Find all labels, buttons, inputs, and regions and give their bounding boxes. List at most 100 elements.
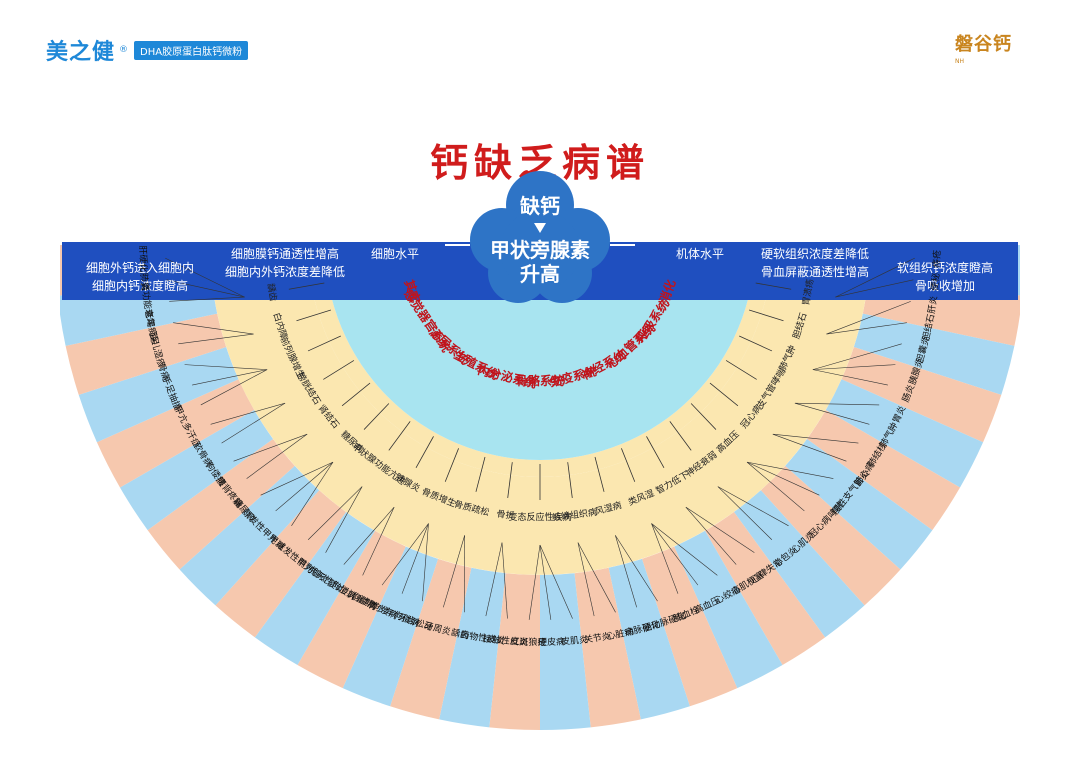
connector-line bbox=[717, 486, 773, 540]
brand-logo-right: 磐谷钙 NH bbox=[955, 30, 1045, 90]
connector-line bbox=[343, 506, 395, 565]
outer-segment bbox=[705, 511, 826, 666]
connector-line bbox=[835, 257, 915, 298]
outer-segment bbox=[674, 530, 783, 689]
connector-line bbox=[651, 523, 699, 586]
connector-line bbox=[288, 282, 325, 290]
connector-line bbox=[709, 382, 739, 407]
inner-disease-label: 骨折 bbox=[496, 508, 515, 522]
connector-line bbox=[794, 402, 870, 425]
connector-line bbox=[221, 402, 286, 444]
connector-line bbox=[567, 462, 573, 498]
outer-segment bbox=[641, 546, 738, 707]
brand-logo-left: 美之健 ® DHA胶原蛋白肽钙微粉 bbox=[46, 34, 249, 66]
outer-disease-label: 皮肌炎 bbox=[560, 633, 588, 647]
connector-line bbox=[755, 282, 792, 290]
outer-disease-label: 龋齿 bbox=[450, 626, 470, 641]
connector-line bbox=[651, 523, 718, 576]
outer-segment bbox=[215, 490, 347, 638]
connector-line bbox=[685, 506, 755, 553]
connector-line bbox=[746, 461, 805, 512]
connector-line bbox=[794, 402, 880, 406]
connector-line bbox=[651, 523, 679, 594]
connector-line bbox=[388, 421, 411, 451]
connector-line bbox=[307, 486, 363, 540]
connector-line bbox=[296, 309, 331, 322]
band-label-left-mid: 细胞膜钙通透性增高 bbox=[231, 246, 339, 261]
outer-segment bbox=[179, 465, 320, 606]
outer-segment bbox=[78, 346, 239, 443]
connector-line bbox=[615, 535, 658, 602]
connector-line bbox=[539, 544, 573, 619]
connector-line bbox=[539, 544, 552, 620]
connector-line bbox=[401, 523, 429, 594]
connector-line bbox=[577, 542, 595, 617]
outer-segment bbox=[825, 379, 984, 488]
connector-line bbox=[746, 461, 834, 479]
outer-disease-label: 肝炎 bbox=[926, 295, 940, 314]
connector-line bbox=[178, 333, 254, 345]
connector-line bbox=[772, 433, 847, 462]
center-line1-label: 甲状旁腺素 bbox=[490, 238, 590, 262]
band-label-cell-level: 细胞水平 bbox=[371, 247, 419, 261]
connector-line bbox=[528, 544, 541, 620]
connector-line bbox=[501, 542, 508, 619]
outer-disease-label: 便秘 bbox=[928, 272, 942, 291]
connector-line bbox=[246, 433, 308, 479]
outer-disease-label: 红斑狼疮 bbox=[510, 635, 546, 648]
outer-segment bbox=[853, 313, 1015, 395]
outer-segment bbox=[65, 313, 227, 395]
connector-line bbox=[444, 448, 459, 482]
connector-line bbox=[826, 301, 911, 335]
connector-line bbox=[184, 364, 268, 370]
connector-line bbox=[646, 436, 665, 469]
connector-line bbox=[173, 322, 254, 335]
connector-line bbox=[323, 360, 355, 380]
connector-line bbox=[725, 360, 757, 380]
connector-line bbox=[381, 523, 429, 586]
band-label-right-top: 骨吸收增加 bbox=[915, 279, 975, 293]
connector-line bbox=[291, 461, 334, 526]
arrow-down-icon bbox=[534, 223, 546, 233]
brand-tagline: DHA胶原蛋白肽钙微粉 bbox=[134, 40, 249, 60]
connector-line bbox=[594, 456, 605, 492]
connector-line bbox=[615, 535, 637, 608]
connector-line bbox=[363, 403, 390, 430]
connector-line bbox=[690, 403, 717, 430]
outer-segment bbox=[390, 558, 472, 720]
connector-line bbox=[165, 257, 245, 298]
band-label-right-top: 软组织钙浓度瞪高 bbox=[897, 260, 993, 275]
connector-line bbox=[749, 309, 784, 322]
connector-line bbox=[422, 523, 429, 602]
outer-disease-label: 肝硬化 bbox=[137, 245, 150, 272]
inner-disease-label: 变态反应性疾病 bbox=[508, 511, 571, 523]
system-label: 骨骼系统 bbox=[516, 373, 564, 388]
outer-segment bbox=[574, 567, 641, 728]
outer-segment bbox=[489, 573, 540, 730]
outer-segment bbox=[608, 558, 690, 720]
outer-disease-label: 关节炎 bbox=[583, 630, 611, 646]
outer-disease-label: 痔疮 bbox=[930, 250, 943, 268]
connector-line bbox=[307, 335, 341, 352]
connector-line bbox=[717, 486, 789, 527]
outer-segment bbox=[540, 573, 591, 730]
band-label-right-mid: 硬软组织浓度差降低 bbox=[761, 246, 869, 261]
outer-segment bbox=[254, 511, 375, 666]
outer-segment bbox=[841, 346, 1002, 443]
connector-line bbox=[443, 535, 465, 608]
connector-line bbox=[812, 369, 888, 386]
center-line2-label: 升高 bbox=[520, 262, 560, 286]
registered-mark: ® bbox=[119, 45, 129, 55]
connector-line bbox=[669, 421, 692, 451]
connector-line bbox=[577, 542, 616, 613]
connector-line bbox=[826, 322, 907, 335]
outer-disease-label: 硬皮病 bbox=[538, 635, 565, 648]
connector-line bbox=[485, 542, 503, 617]
connector-line bbox=[772, 433, 859, 444]
connector-line bbox=[812, 364, 896, 370]
outer-segment bbox=[760, 465, 901, 606]
outer-segment bbox=[147, 438, 295, 570]
connector-line bbox=[746, 461, 820, 496]
outer-disease-label: 肺炎 bbox=[138, 272, 151, 291]
